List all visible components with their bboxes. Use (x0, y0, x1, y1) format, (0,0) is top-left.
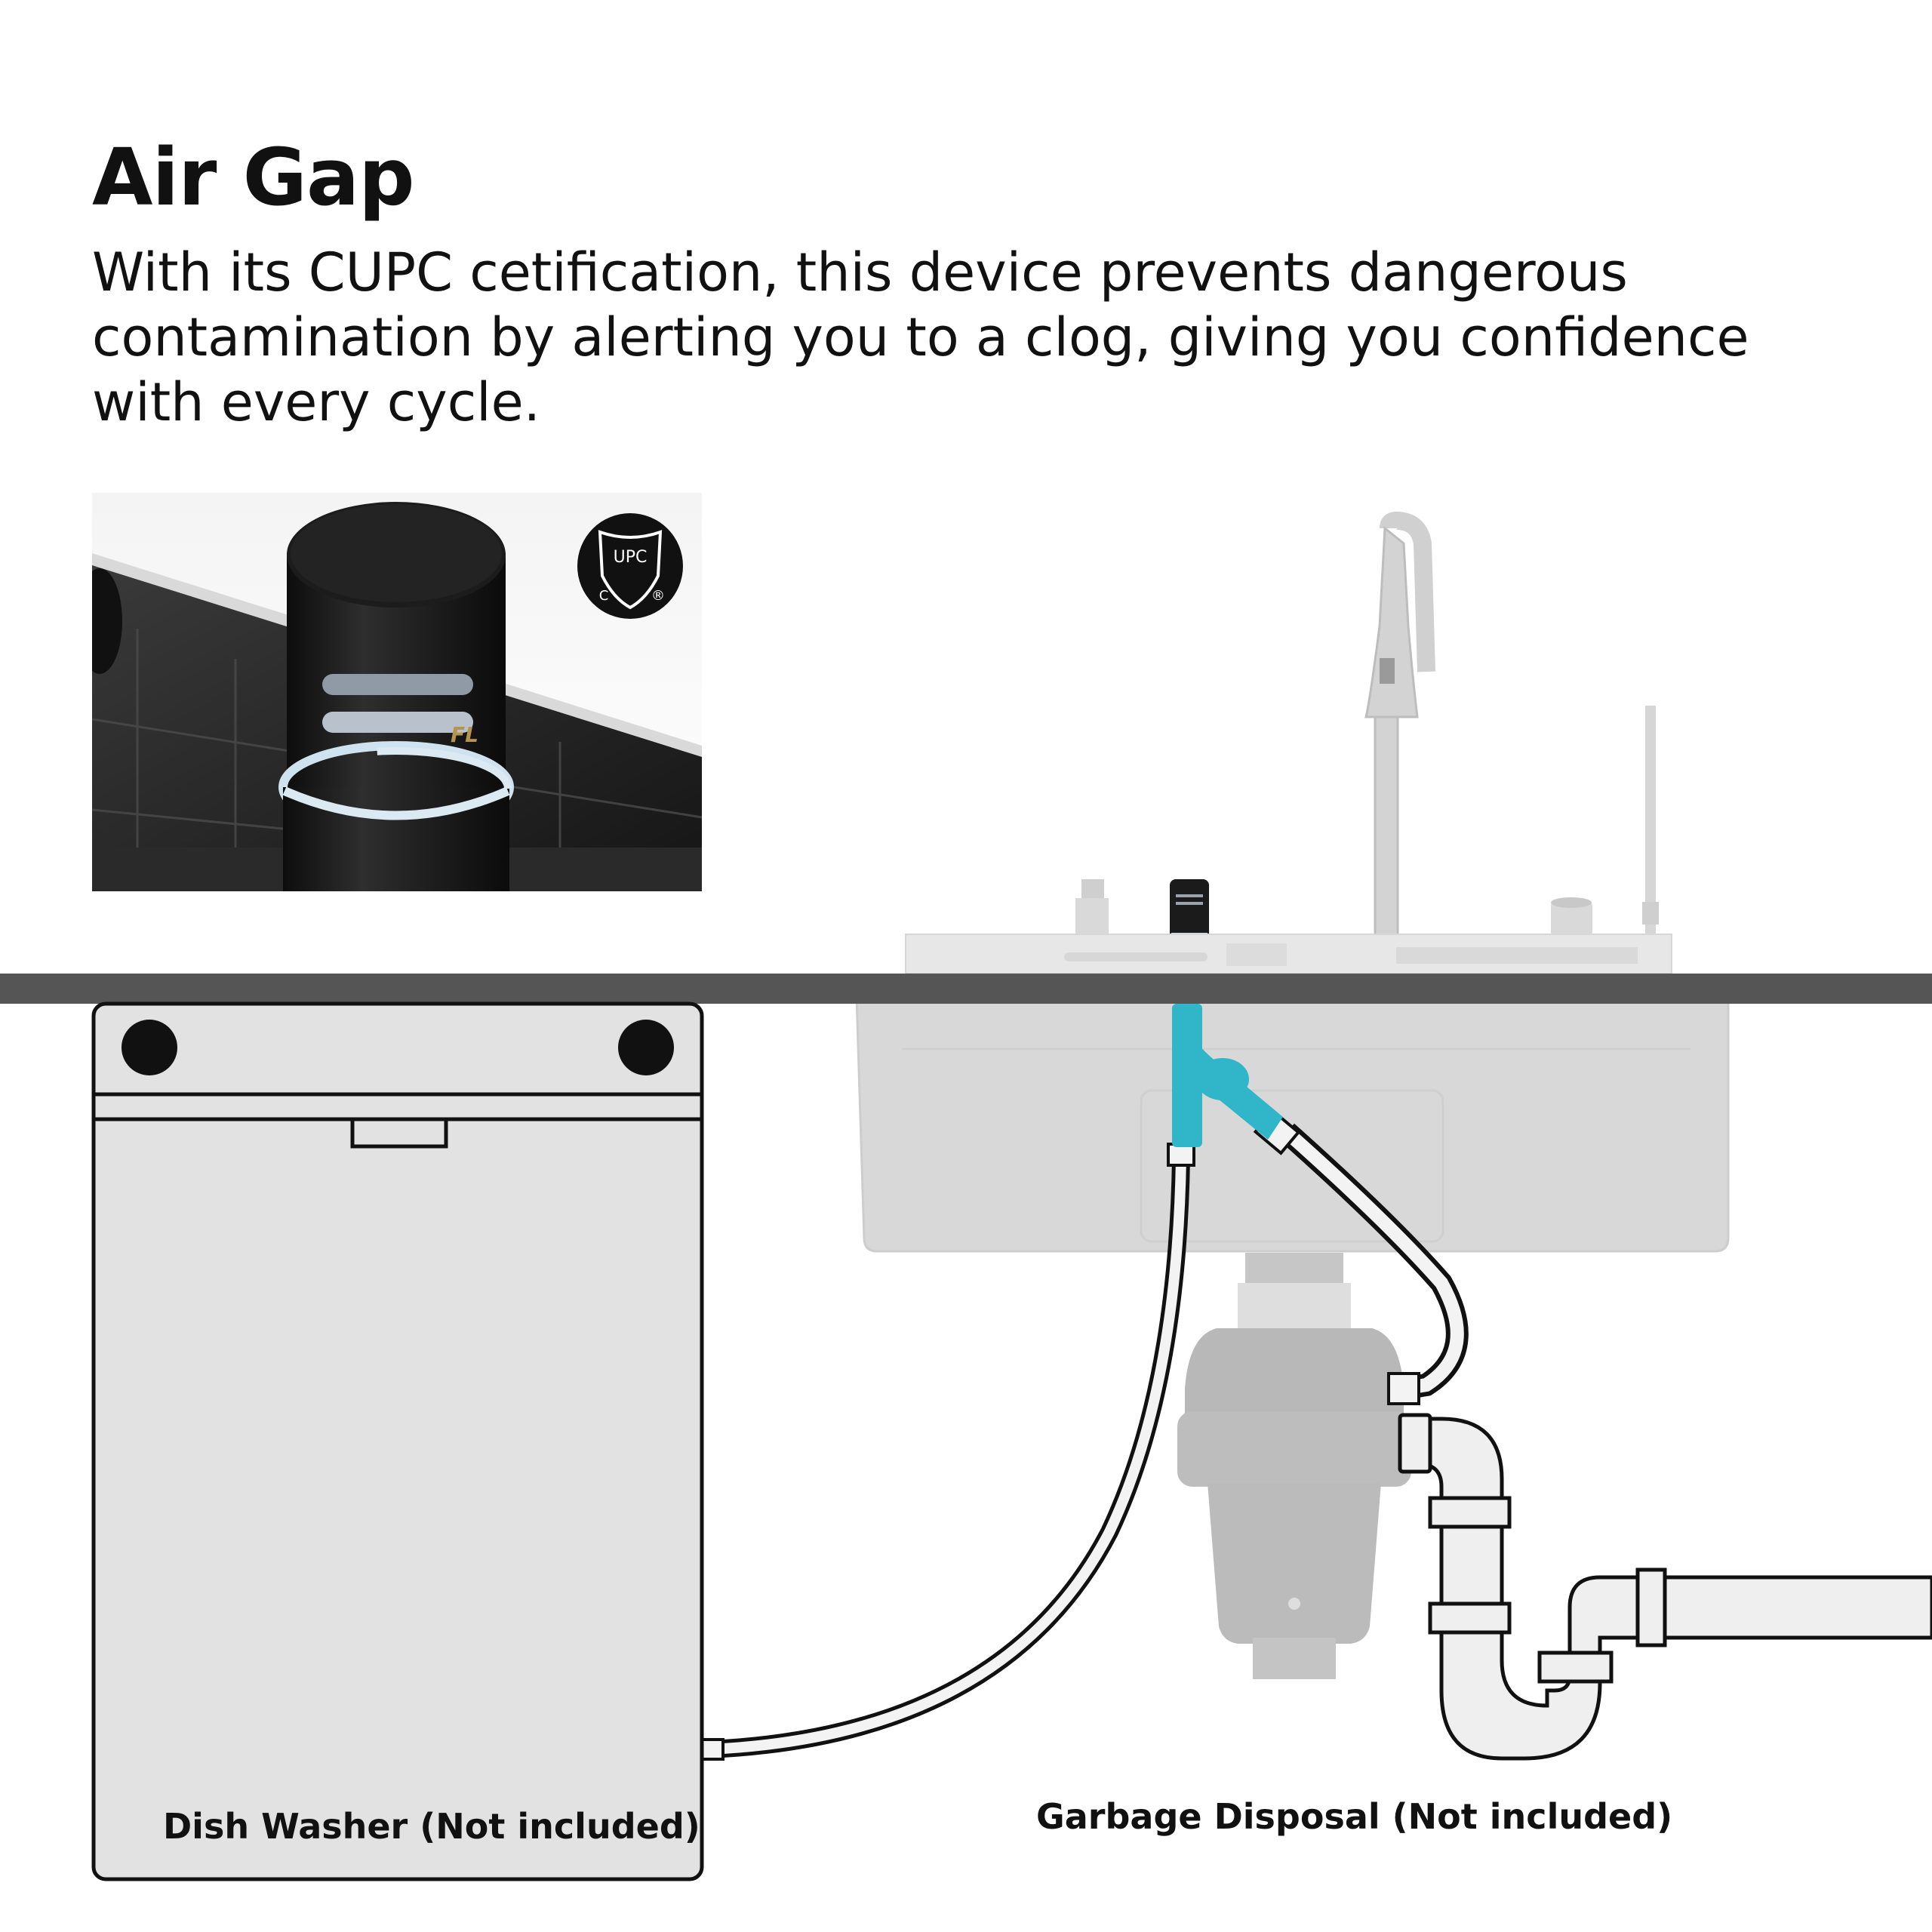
countertop (0, 974, 1932, 1004)
drain-hoses (699, 1109, 1469, 1761)
kitchen-faucet (1364, 511, 1435, 941)
sink-basin (855, 995, 1730, 1253)
subtitle-line: With its CUPC cetification, this device … (92, 242, 1628, 303)
drain-pipe (1398, 1413, 1932, 1761)
subtitle-line: contamination by alerting you to a clog,… (92, 306, 1749, 368)
soap-dispenser (1075, 879, 1109, 936)
dishwasher-hole-left (122, 1020, 177, 1075)
badge-c-text: C (599, 588, 609, 604)
sink-accessory-rod (1642, 706, 1659, 936)
subtitle-line: with every cycle. (92, 371, 540, 433)
badge-upc-text: UPC (614, 548, 648, 567)
dishwasher (91, 1001, 704, 1881)
badge-registered-text: ® (651, 588, 665, 604)
sink-button (1551, 897, 1592, 936)
air-gap-device (1170, 879, 1209, 940)
dishwasher-hole-right (618, 1020, 674, 1075)
air-gap-y-fitting (1172, 1004, 1283, 1147)
device-logo: FL (451, 722, 478, 747)
page-title: Air Gap (92, 131, 415, 223)
dishwasher-label: Dish Washer (Not included) (163, 1806, 700, 1847)
disposal-label: Garbage Disposal (Not included) (1036, 1796, 1673, 1837)
page-subtitle: With its CUPC cetification, this device … (92, 240, 1828, 435)
upc-certification-badge: UPC C ® (577, 513, 683, 619)
product-closeup-photo: FL UPC C ® (92, 493, 702, 891)
sink-deck (905, 934, 1672, 974)
garbage-disposal (1177, 1253, 1411, 1679)
